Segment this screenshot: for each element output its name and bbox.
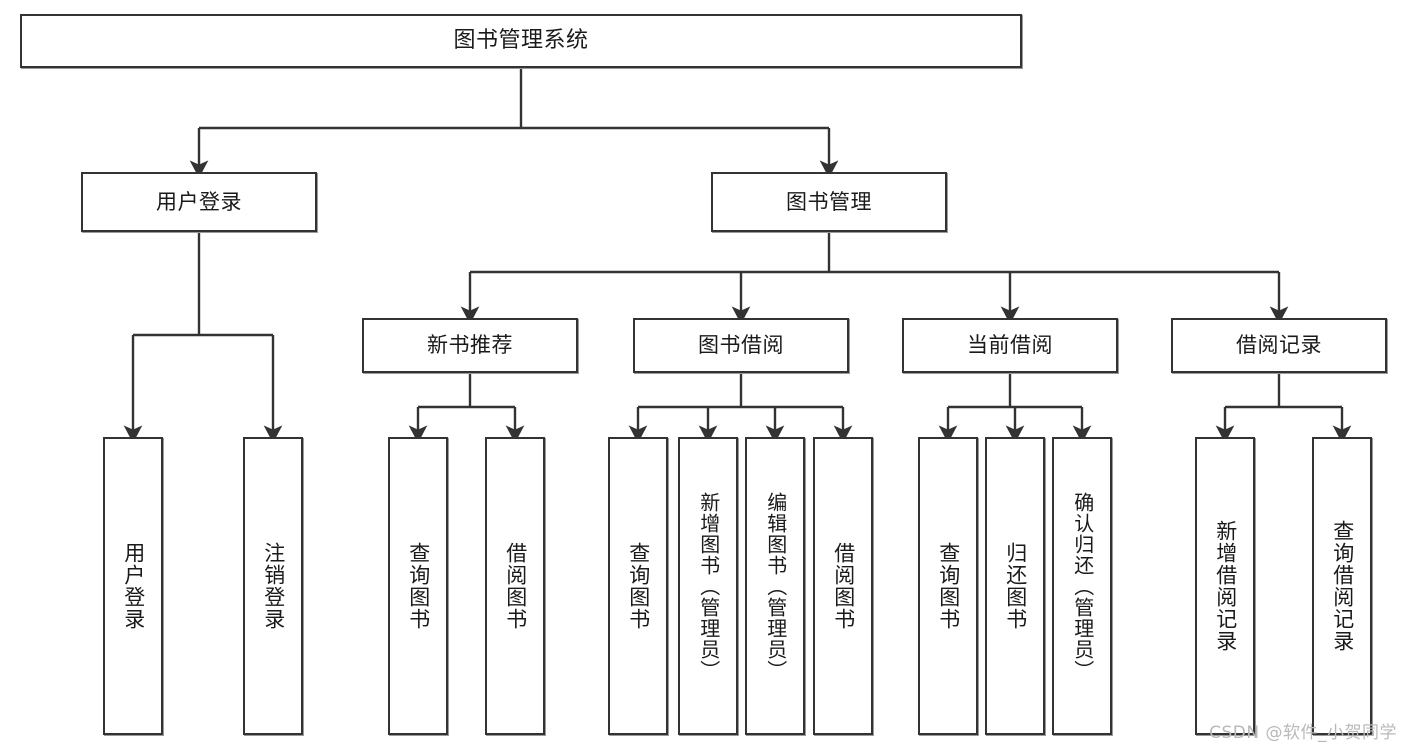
node-label-leaf-query-book-2: 查询图书	[626, 542, 651, 630]
node-leaf-borrow-book-1[interactable]: 借阅图书	[485, 437, 545, 735]
node-leaf-add-book[interactable]: 新增图书（管理员）	[678, 437, 738, 735]
node-label-leaf-query-book-1: 查询图书	[406, 542, 431, 630]
node-leaf-query-book-1[interactable]: 查询图书	[388, 437, 448, 735]
node-leaf-confirm-return[interactable]: 确认归还（管理员）	[1052, 437, 1112, 735]
node-label-leaf-return-book: 归还图书	[1003, 542, 1028, 630]
node-label-book-borrow: 图书借阅	[698, 333, 784, 358]
node-user-login[interactable]: 用户登录	[81, 172, 317, 232]
node-label-leaf-user-login: 用户登录	[121, 542, 146, 630]
node-label-new-book-rec: 新书推荐	[427, 333, 513, 358]
node-label-book-manage: 图书管理	[786, 189, 872, 214]
node-leaf-borrow-book-2[interactable]: 借阅图书	[813, 437, 873, 735]
node-label-leaf-borrow-book-2: 借阅图书	[831, 542, 856, 630]
node-book-borrow[interactable]: 图书借阅	[633, 318, 849, 373]
node-leaf-user-login[interactable]: 用户登录	[103, 437, 163, 735]
node-leaf-return-book[interactable]: 归还图书	[985, 437, 1045, 735]
node-label-leaf-add-record: 新增借阅记录	[1213, 520, 1238, 652]
node-leaf-query-record[interactable]: 查询借阅记录	[1312, 437, 1372, 735]
node-label-user-login: 用户登录	[156, 189, 242, 214]
node-leaf-query-book-2[interactable]: 查询图书	[608, 437, 668, 735]
csdn-watermark: CSDN @软件_小贺同学	[1209, 723, 1397, 743]
node-label-leaf-query-record: 查询借阅记录	[1330, 520, 1355, 652]
node-leaf-user-logout[interactable]: 注销登录	[243, 437, 303, 735]
node-leaf-query-book-3[interactable]: 查询图书	[918, 437, 978, 735]
node-book-manage[interactable]: 图书管理	[711, 172, 947, 232]
node-label-leaf-add-book: 新增图书（管理员）	[696, 491, 721, 681]
node-label-leaf-borrow-book-1: 借阅图书	[503, 542, 528, 630]
node-label-leaf-edit-book: 编辑图书（管理员）	[763, 491, 788, 681]
node-label-root: 图书管理系统	[453, 28, 589, 54]
node-leaf-edit-book[interactable]: 编辑图书（管理员）	[745, 437, 805, 735]
node-current-borrow[interactable]: 当前借阅	[902, 318, 1118, 373]
node-label-leaf-query-book-3: 查询图书	[936, 542, 961, 630]
node-label-current-borrow: 当前借阅	[967, 333, 1053, 358]
node-label-leaf-user-logout: 注销登录	[261, 542, 286, 630]
node-new-book-rec[interactable]: 新书推荐	[362, 318, 578, 373]
node-leaf-add-record[interactable]: 新增借阅记录	[1195, 437, 1255, 735]
node-root[interactable]: 图书管理系统	[20, 14, 1022, 68]
node-label-leaf-confirm-return: 确认归还（管理员）	[1070, 491, 1095, 681]
node-label-borrow-record: 借阅记录	[1236, 333, 1322, 358]
node-borrow-record[interactable]: 借阅记录	[1171, 318, 1387, 373]
